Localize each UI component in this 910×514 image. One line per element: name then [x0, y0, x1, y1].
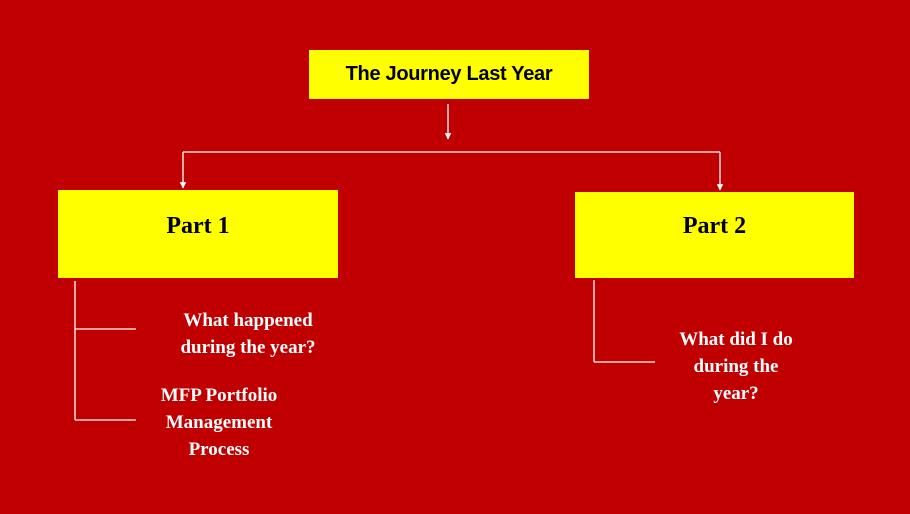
part-2-box: Part 2 — [575, 192, 854, 278]
part-1-box: Part 1 — [58, 190, 338, 278]
part-1-note-2: MFP Portfolio Management Process — [160, 385, 278, 460]
part-2-label: Part 2 — [682, 212, 747, 239]
part-1-label: Part 1 — [166, 212, 230, 239]
title-box: The Journey Last Year — [309, 50, 589, 99]
title-text: The Journey Last Year — [345, 63, 553, 85]
part-2-note-1: What did I do during the year? — [679, 329, 793, 404]
part-1-note-1: What happened during the year? — [180, 310, 316, 358]
